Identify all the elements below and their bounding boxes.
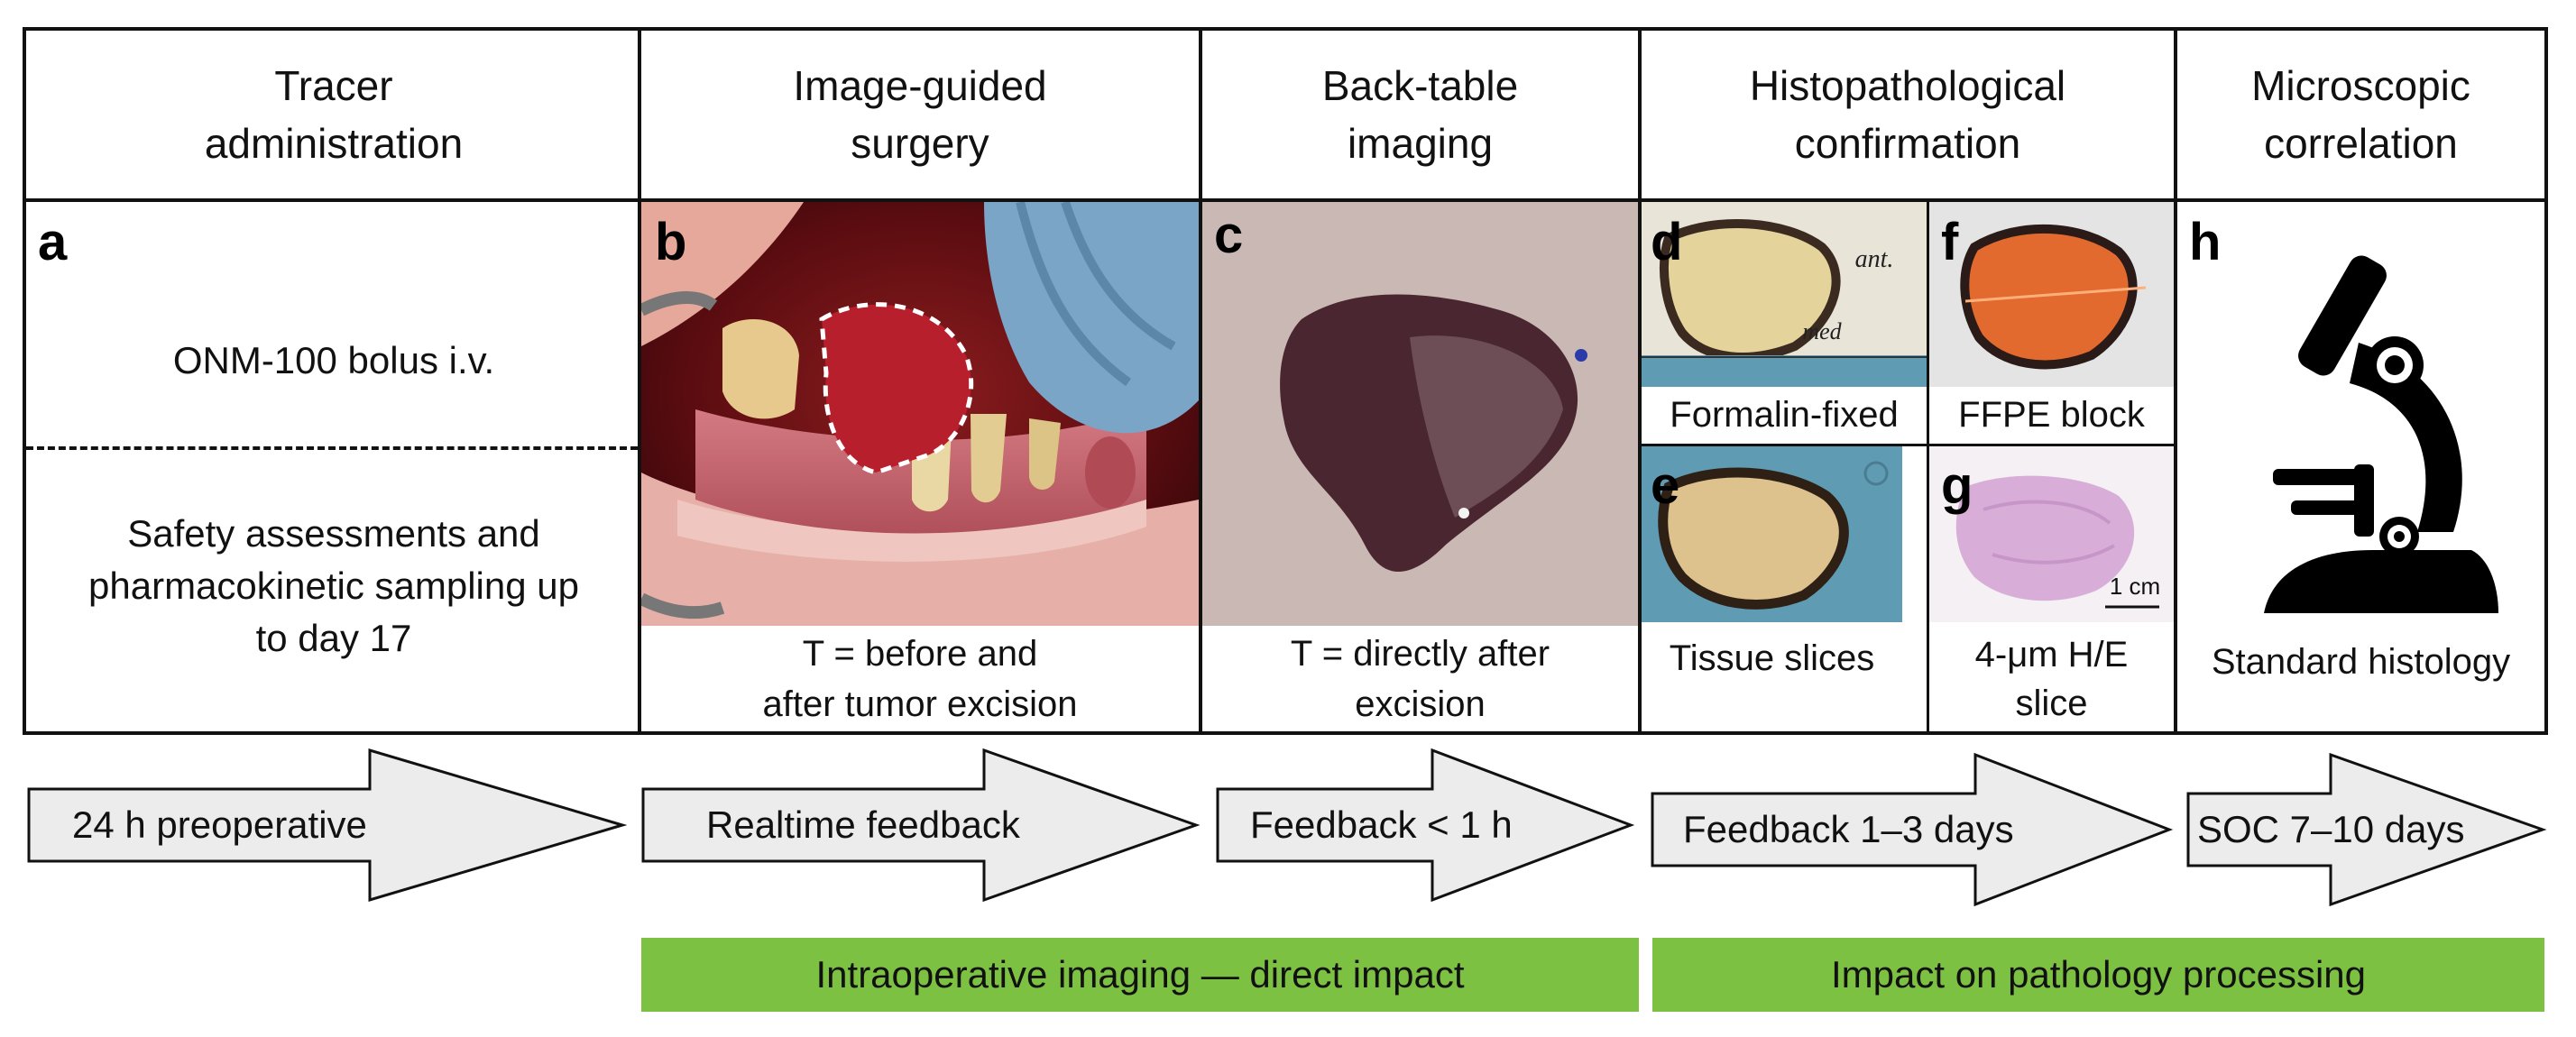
band-pathology-processing: Impact on pathology processing bbox=[1652, 938, 2544, 1012]
panel-a-top-text: ONM-100 bolus i.v. bbox=[172, 339, 495, 381]
panel-e-letter: e bbox=[1651, 456, 1680, 515]
arrow-label-1h: Feedback < 1 h bbox=[1250, 803, 1513, 846]
arrow-label-realtime: Realtime feedback bbox=[706, 803, 1020, 846]
ffpe-block-photo bbox=[1929, 202, 2174, 387]
specimen-label-med: med bbox=[1802, 318, 1842, 344]
col-divider-3 bbox=[1638, 27, 1642, 735]
panel-e-caption: Tissue slices bbox=[1669, 638, 1875, 678]
tissue-slices-photo bbox=[1642, 446, 1902, 622]
panel-a-letter: a bbox=[38, 213, 68, 271]
frame-left-line bbox=[23, 27, 26, 735]
panel-f-letter: f bbox=[1941, 213, 1959, 271]
figure-grid bbox=[23, 27, 2548, 735]
col-divider-4 bbox=[2174, 27, 2177, 735]
panel-f-caption: FFPE block bbox=[1958, 395, 2145, 435]
arrow-label-1-3-days: Feedback 1–3 days bbox=[1683, 808, 2014, 850]
arrow-feedback-1h: Feedback < 1 h bbox=[1216, 748, 1635, 902]
arrow-24h-preoperative: 24 h preoperative bbox=[27, 748, 627, 902]
panel-b-letter: b bbox=[655, 213, 687, 271]
frame-right-line bbox=[2544, 27, 2548, 735]
panel-h-caption: Standard histology bbox=[2211, 642, 2511, 682]
arrow-label-soc: SOC 7–10 days bbox=[2197, 808, 2465, 850]
specimen-label-ant: ant. bbox=[1855, 245, 1894, 273]
band-intraoperative-imaging: Intraoperative imaging — direct impact bbox=[641, 938, 1639, 1012]
panel-d-letter: d bbox=[1651, 213, 1683, 271]
microscope-icon bbox=[2237, 234, 2507, 631]
scale-bar-label: 1 cm bbox=[2109, 573, 2161, 600]
formalin-fixed-photo: ant. med bbox=[1642, 202, 1927, 387]
col-divider-1 bbox=[638, 27, 641, 735]
arrow-realtime-feedback: Realtime feedback bbox=[641, 748, 1201, 902]
surgery-photo bbox=[641, 202, 1199, 626]
histo-row-divider bbox=[1642, 444, 2174, 446]
frame-bottom-line bbox=[23, 731, 2548, 735]
arrow-label-24h: 24 h preoperative bbox=[72, 803, 367, 846]
histo-inner-divider bbox=[1927, 202, 1929, 735]
arrow-soc-7-10-days: SOC 7–10 days bbox=[2186, 753, 2547, 906]
panel-h-letter: h bbox=[2189, 213, 2222, 271]
frame-top-line bbox=[23, 27, 2548, 31]
specimen-photo bbox=[1202, 202, 1638, 626]
he-slice-photo: 1 cm bbox=[1929, 446, 2174, 622]
arrow-feedback-1-3-days: Feedback 1–3 days bbox=[1651, 753, 2174, 906]
panel-g-letter: g bbox=[1941, 456, 1973, 515]
header-separator bbox=[23, 198, 2548, 202]
panel-c-letter: c bbox=[1214, 206, 1244, 264]
panel-a-dashed-divider bbox=[26, 446, 638, 450]
col-divider-2 bbox=[1199, 27, 1202, 735]
panel-d-caption: Formalin-fixed bbox=[1670, 395, 1899, 435]
